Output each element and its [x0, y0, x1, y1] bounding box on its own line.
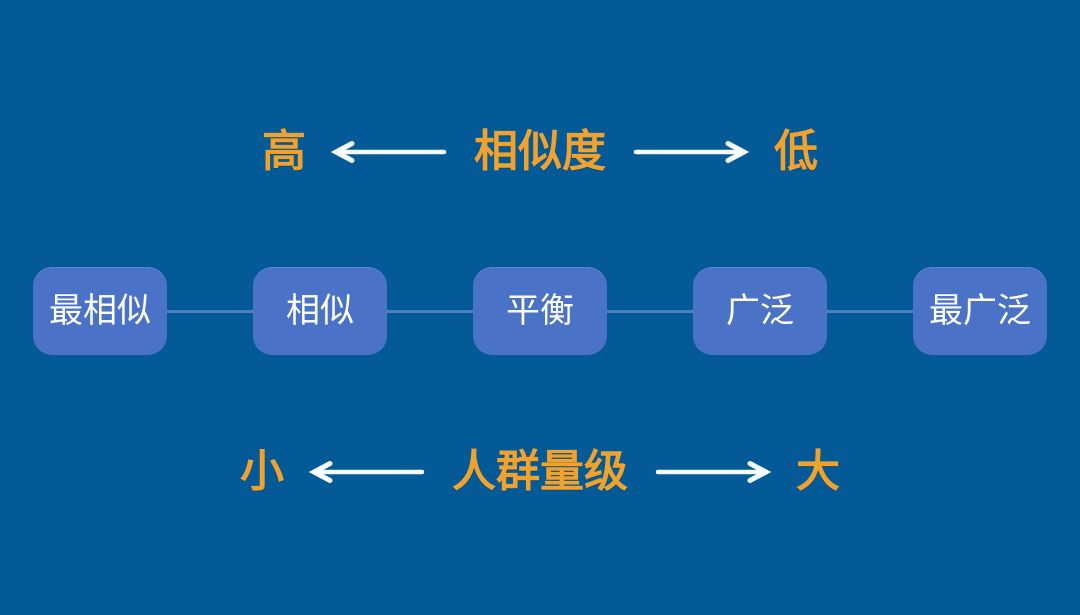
- similarity-axis-title: 相似度: [474, 126, 606, 177]
- audience-small-label: 小: [240, 446, 284, 497]
- arrow-right-head: [747, 461, 772, 483]
- audience-size-axis: 小 人群量级 大: [0, 432, 1080, 512]
- node-balanced: 平衡: [473, 267, 607, 355]
- node-connector-line: [607, 309, 693, 313]
- spectrum-nodes-row: 最相似 相似 平衡 广泛 最广泛: [0, 267, 1080, 355]
- node-most-similar: 最相似: [33, 267, 167, 355]
- arrow-left-icon: [308, 461, 425, 483]
- arrow-right-icon: [633, 141, 750, 163]
- node-connector-line: [827, 309, 913, 313]
- node-connector-line: [387, 309, 473, 313]
- arrow-left-head: [308, 461, 333, 483]
- arrow-right-icon: [655, 461, 772, 483]
- similarity-low-label: 低: [774, 126, 818, 177]
- node-label: 平衡: [506, 291, 574, 331]
- node-label: 最相似: [49, 291, 151, 331]
- arrow-left-icon: [330, 141, 447, 163]
- arrow-left-head: [330, 141, 355, 163]
- node-label: 相似: [286, 291, 354, 331]
- audience-size-axis-title: 人群量级: [452, 446, 628, 497]
- similarity-high-label: 高: [262, 126, 306, 177]
- audience-large-label: 大: [796, 446, 840, 497]
- node-broad: 广泛: [693, 267, 827, 355]
- node-similar: 相似: [253, 267, 387, 355]
- node-label: 广泛: [726, 291, 794, 331]
- node-connector-line: [167, 309, 253, 313]
- node-broadest: 最广泛: [913, 267, 1047, 355]
- node-label: 最广泛: [929, 291, 1031, 331]
- similarity-axis: 高 相似度 低: [0, 112, 1080, 192]
- arrow-right-head: [725, 141, 750, 163]
